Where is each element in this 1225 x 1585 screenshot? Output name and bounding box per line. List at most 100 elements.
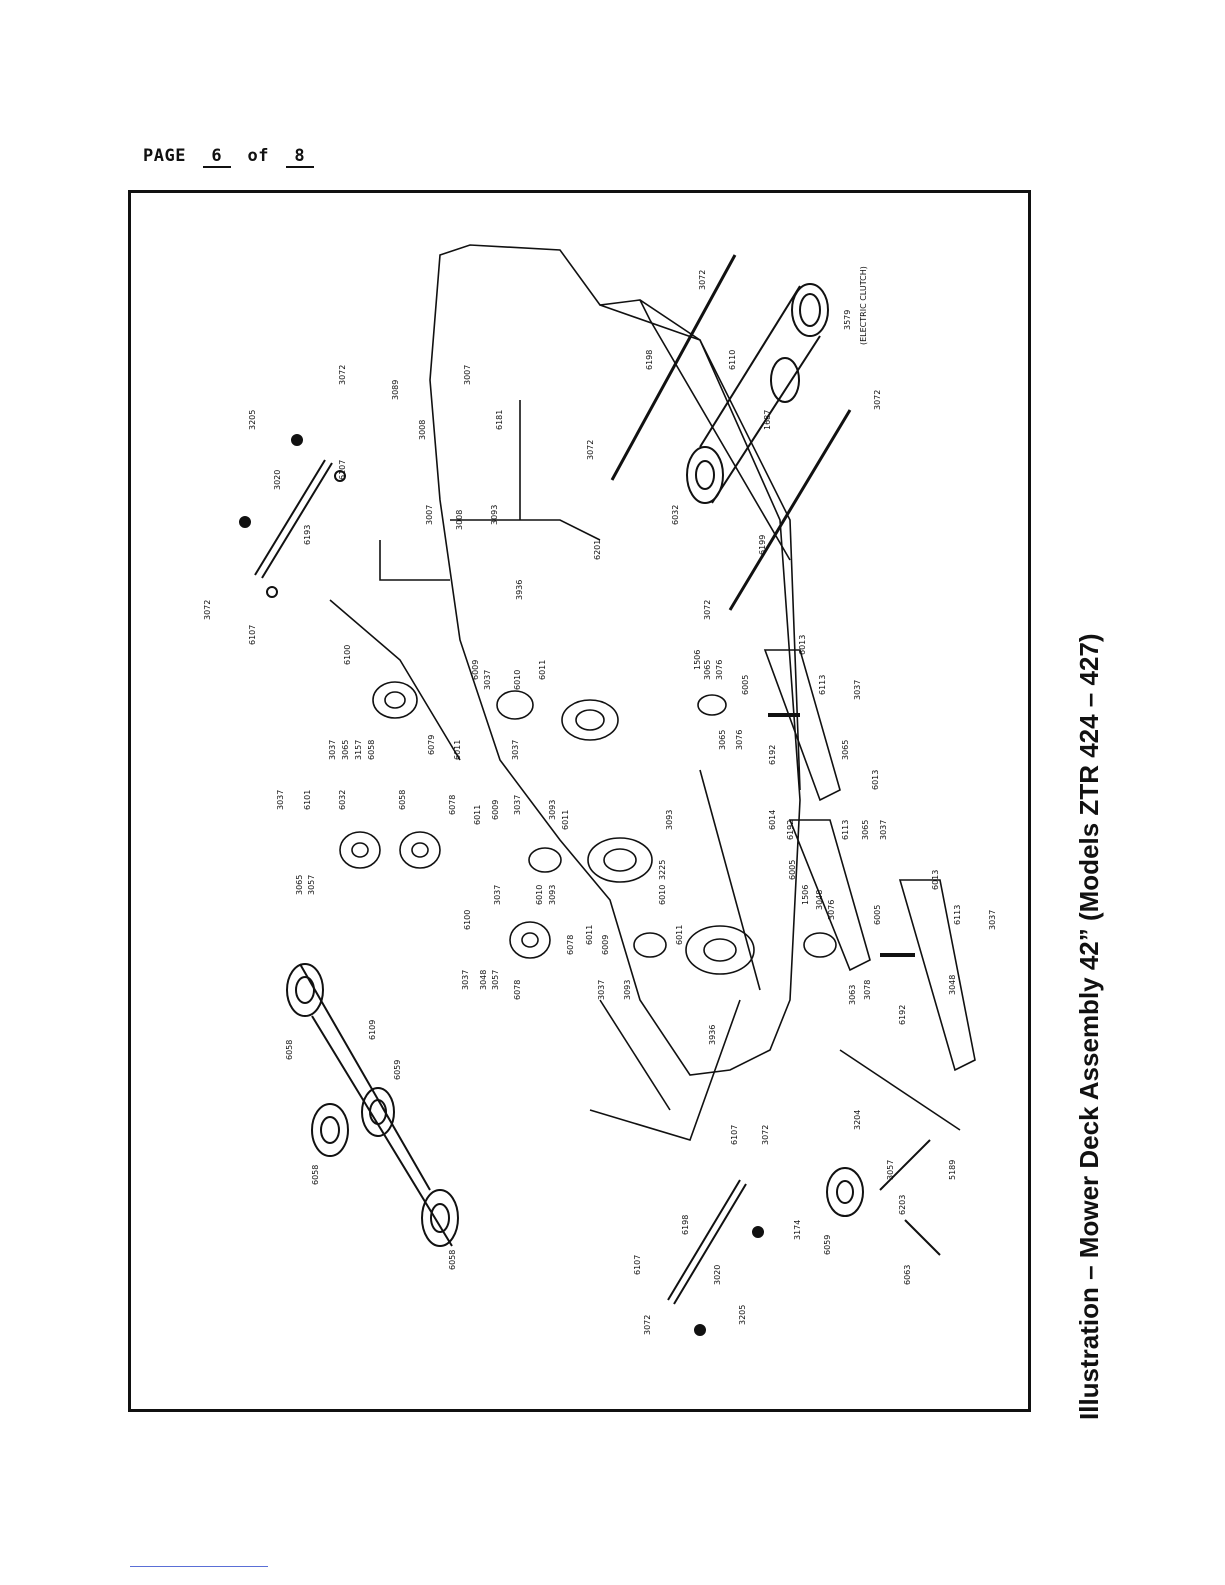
part-label: 3065 [295,875,304,895]
part-label: 3007 [463,365,472,385]
rod-assembly-bottom [667,1139,941,1336]
part-label: 3936 [515,580,524,600]
part-label: 6005 [788,860,797,880]
part-label: 3037 [988,910,997,930]
part-label: 3093 [548,800,557,820]
part-label: 3174 [793,1220,802,1240]
part-label: 6011 [675,925,684,945]
part-label: 3076 [735,730,744,750]
part-label: 6059 [393,1060,402,1080]
page-current: 6 [202,146,231,168]
footer-rule [130,1566,268,1567]
part-label: 6100 [343,645,352,665]
part-label: 3157 [354,740,363,760]
part-label: 3204 [853,1110,862,1130]
part-label: 6181 [495,410,504,430]
part-label: 3076 [827,900,836,920]
part-label: 3093 [490,505,499,525]
part-label: 3205 [248,410,257,430]
part-label: 6078 [513,980,522,1000]
part-label: 3037 [597,980,606,1000]
part-label: 6011 [538,660,547,680]
part-label: 3072 [586,440,595,460]
part-label: 3078 [863,980,872,1000]
part-label: 6005 [873,905,882,925]
part-label: 6014 [768,810,777,830]
part-label: 3072 [873,390,882,410]
part-label: 6058 [311,1165,320,1185]
part-label: 6058 [398,790,407,810]
part-label: 6203 [898,1195,907,1215]
part-label: 3072 [703,600,712,620]
deck-housing [329,244,961,1141]
part-label: 6113 [818,675,827,695]
part-label: 3225 [658,860,667,880]
part-label: 6032 [338,790,347,810]
part-label: 6013 [871,770,880,790]
part-label: 6032 [671,505,680,525]
part-label: 6010 [513,670,522,690]
part-label: 3065 [861,820,870,840]
part-label: 3072 [203,600,212,620]
part-label: 3065 [703,660,712,680]
part-label: 6193 [303,525,312,545]
blades [763,649,976,1072]
part-label: 3063 [848,985,857,1005]
part-label: 3037 [276,790,285,810]
part-label: 3093 [665,810,674,830]
part-label: 6109 [368,1020,377,1040]
part-label: 3205 [738,1305,747,1325]
page-word: PAGE [143,146,186,166]
part-label: 6107 [633,1255,642,1275]
part-label: 3093 [623,980,632,1000]
part-label: 6058 [448,1250,457,1270]
part-label: 3057 [886,1160,895,1180]
part-label: 3048 [948,975,957,995]
part-label: 6198 [681,1215,690,1235]
part-label: 3008 [418,420,427,440]
part-label: 6011 [585,925,594,945]
page-indicator: PAGE 6 of 8 [143,146,320,168]
part-label: 3037 [493,885,502,905]
part-label: 3065 [718,730,727,750]
part-label: 6199 [758,535,767,555]
part-label: 6010 [658,885,667,905]
part-label: 6059 [823,1235,832,1255]
part-label: 3037 [483,670,492,690]
part-label: 6078 [566,935,575,955]
part-label: 3020 [713,1265,722,1285]
part-label: 3072 [761,1125,770,1145]
clutch-note: (ELECTRIC CLUTCH) [859,266,868,345]
part-label: 6192 [768,745,777,765]
part-label: 6011 [561,810,570,830]
part-label: 3579 [843,310,852,330]
part-label: 6113 [841,820,850,840]
part-label: 3037 [853,680,862,700]
part-label: 3089 [391,380,400,400]
part-label: 3072 [338,365,347,385]
part-label: 3065 [841,740,850,760]
part-label: 3037 [511,740,520,760]
part-label: 1506 [801,885,810,905]
page-total: 8 [285,146,314,168]
of-word: of [247,146,269,166]
part-label: 3057 [491,970,500,990]
part-label: 6079 [427,735,436,755]
part-label: 3065 [341,740,350,760]
part-label: 1687 [763,410,772,430]
rod-assembly-top-left [239,434,346,598]
part-label: 3072 [698,270,707,290]
pulley-stacks [339,681,837,959]
part-label: 3048 [815,890,824,910]
part-label: 3037 [328,740,337,760]
part-label: 6110 [728,350,737,370]
illustration-frame [128,190,1031,1412]
part-label: 6009 [601,935,610,955]
part-label: 6063 [903,1265,912,1285]
part-label: 6013 [798,635,807,655]
part-label: 6101 [303,790,312,810]
part-label: 6058 [367,740,376,760]
part-label: 6107 [338,460,347,480]
belt-assembly-right [610,254,852,611]
belt-assembly-left [286,963,459,1247]
